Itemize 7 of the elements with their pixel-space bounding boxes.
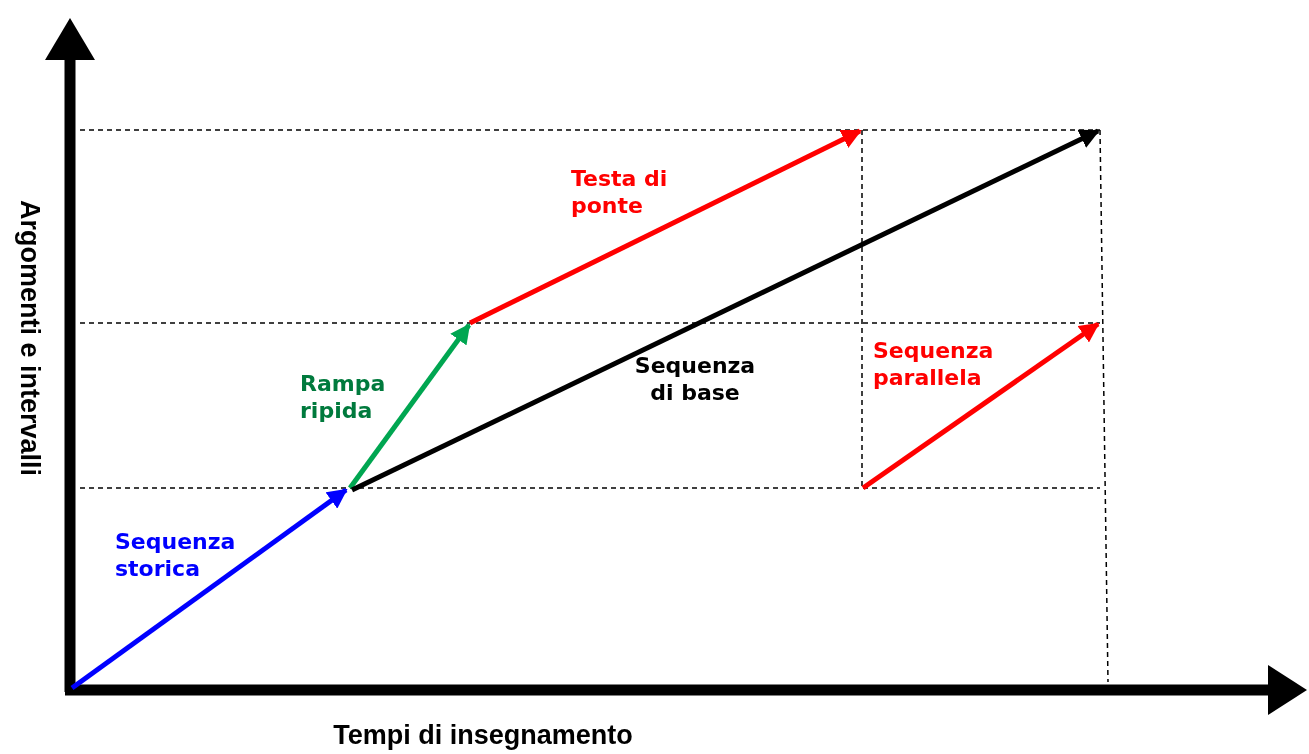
arrow-label: Rampa ripida: [300, 370, 387, 424]
axis-title: Argomenti e intervalli: [14, 200, 45, 477]
arrow-label: Testa di ponte: [571, 165, 669, 219]
axis-title: Tempi di insegnamento: [333, 720, 633, 751]
arrow-label: Sequenza parallela: [873, 337, 995, 391]
arrow-label: Sequenza storica: [115, 528, 237, 582]
arrow-label: Sequenza di base: [633, 352, 757, 406]
